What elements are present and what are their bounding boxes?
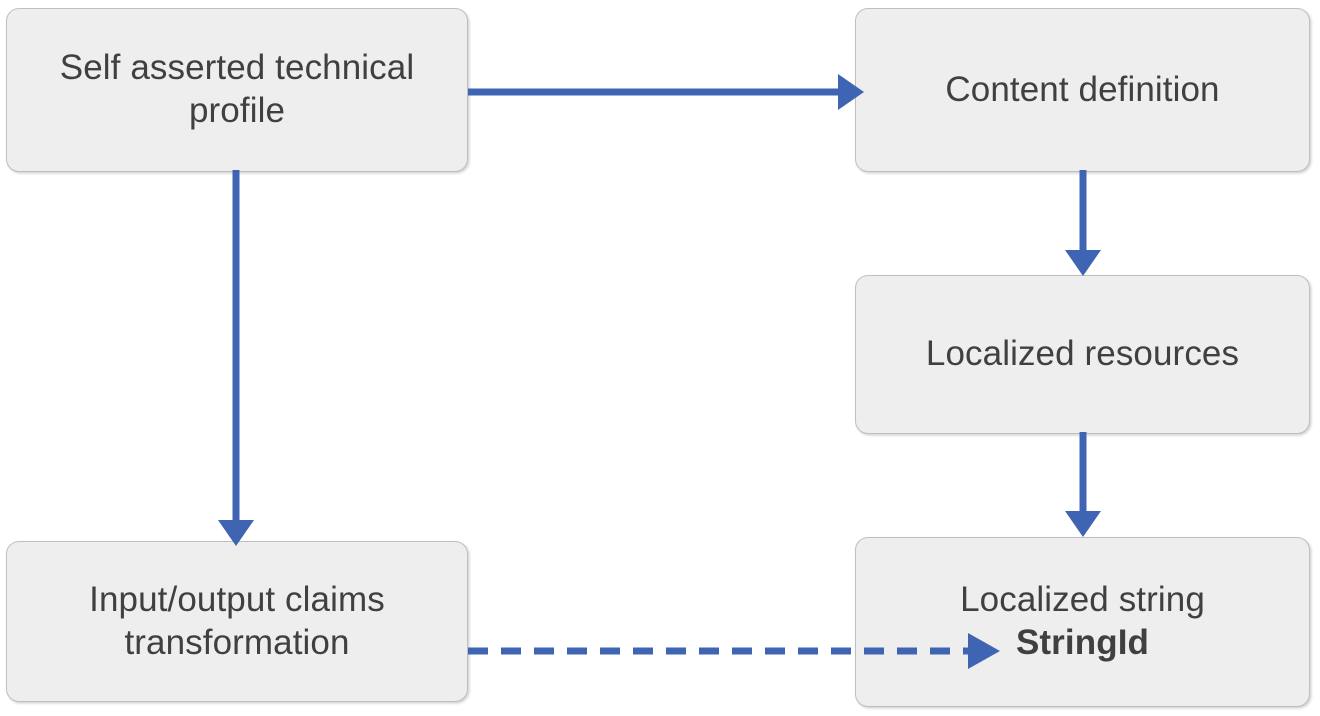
- connector-resources-to-string-arrow: [1065, 432, 1101, 537]
- arrowhead-icon: [968, 633, 1000, 669]
- connector-content-to-resources-arrow: [1065, 170, 1101, 276]
- connector-claims-to-stringid-arrow: [468, 633, 1000, 669]
- node-label: Input/output claims transformation: [89, 579, 385, 662]
- node-label: Self asserted technical profile: [59, 48, 415, 130]
- arrowhead-icon: [1065, 250, 1101, 276]
- node-input-output-claims-transformation[interactable]: Input/output claims transformation: [6, 541, 468, 702]
- node-localized-resources[interactable]: Localized resources: [855, 275, 1310, 434]
- node-label-stringid: StringId: [1015, 623, 1149, 662]
- node-localized-string[interactable]: Localized string StringId: [855, 537, 1310, 707]
- node-self-asserted-technical-profile[interactable]: Self asserted technical profile: [6, 8, 468, 172]
- node-label: Localized string StringId: [856, 537, 1309, 708]
- connector-profile-to-content-arrow: [468, 74, 864, 110]
- arrowhead-icon: [1065, 511, 1101, 537]
- connector-profile-to-claims-arrow: [218, 170, 254, 546]
- node-label: Localized resources: [925, 334, 1240, 374]
- arrowhead-icon: [218, 520, 254, 546]
- node-content-definition[interactable]: Content definition: [855, 8, 1310, 172]
- arrowhead-icon: [838, 74, 864, 110]
- node-label-text: Localized string: [960, 580, 1205, 620]
- node-label: Content definition: [945, 69, 1220, 109]
